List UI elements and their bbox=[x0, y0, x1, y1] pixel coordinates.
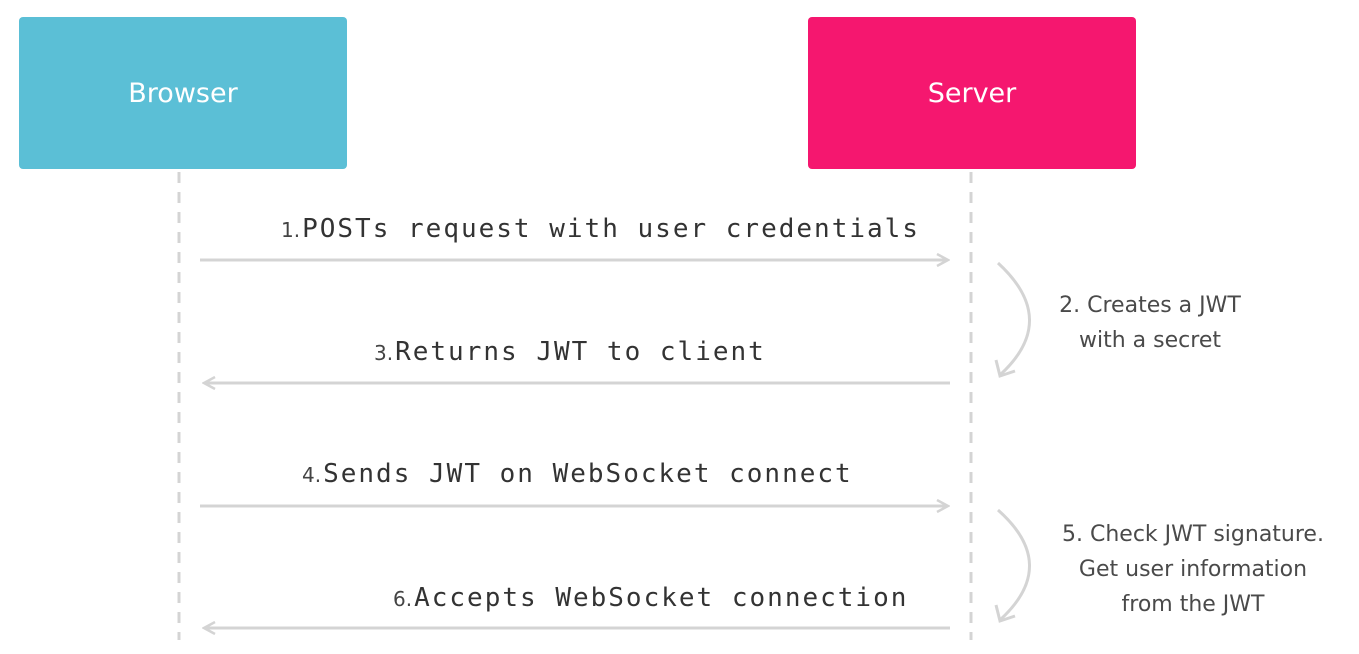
self-arrow-2-head bbox=[994, 359, 1016, 378]
server-lifeline-box: Server bbox=[808, 17, 1136, 169]
note-line: from the JWT bbox=[1121, 592, 1265, 617]
message-text: Sends JWT on WebSocket connect bbox=[323, 459, 853, 489]
message-number: 6. bbox=[393, 587, 413, 611]
self-arrow-2 bbox=[996, 261, 1031, 377]
note-line: Get user information bbox=[1078, 557, 1308, 582]
message-text: Accepts WebSocket connection bbox=[414, 583, 909, 613]
browser-label: Browser bbox=[128, 77, 238, 109]
message-label-6: 6.Accepts WebSocket connection bbox=[393, 583, 908, 613]
browser-lifeline-box: Browser bbox=[19, 17, 347, 169]
note-create-jwt: 2. Creates a JWT with a secret bbox=[1040, 288, 1260, 358]
message-text: POSTs request with user credentials bbox=[302, 214, 920, 244]
self-arrow-5-head bbox=[994, 604, 1016, 623]
message-text: Returns JWT to client bbox=[395, 337, 766, 367]
note-check-signature: 5. Check JWT signature. Get user informa… bbox=[1040, 517, 1346, 622]
note-line: 2. Creates a JWT bbox=[1059, 293, 1241, 318]
message-number: 3. bbox=[374, 341, 394, 365]
message-number: 4. bbox=[302, 463, 322, 487]
message-label-3: 3.Returns JWT to client bbox=[374, 337, 766, 367]
note-line: 5. Check JWT signature. bbox=[1062, 522, 1324, 547]
message-number: 1. bbox=[281, 218, 301, 242]
message-label-4: 4.Sends JWT on WebSocket connect bbox=[302, 459, 853, 489]
server-label: Server bbox=[927, 77, 1017, 109]
message-label-1: 1.POSTs request with user credentials bbox=[281, 214, 920, 244]
note-line: with a secret bbox=[1079, 328, 1221, 353]
self-arrow-5 bbox=[997, 508, 1031, 622]
